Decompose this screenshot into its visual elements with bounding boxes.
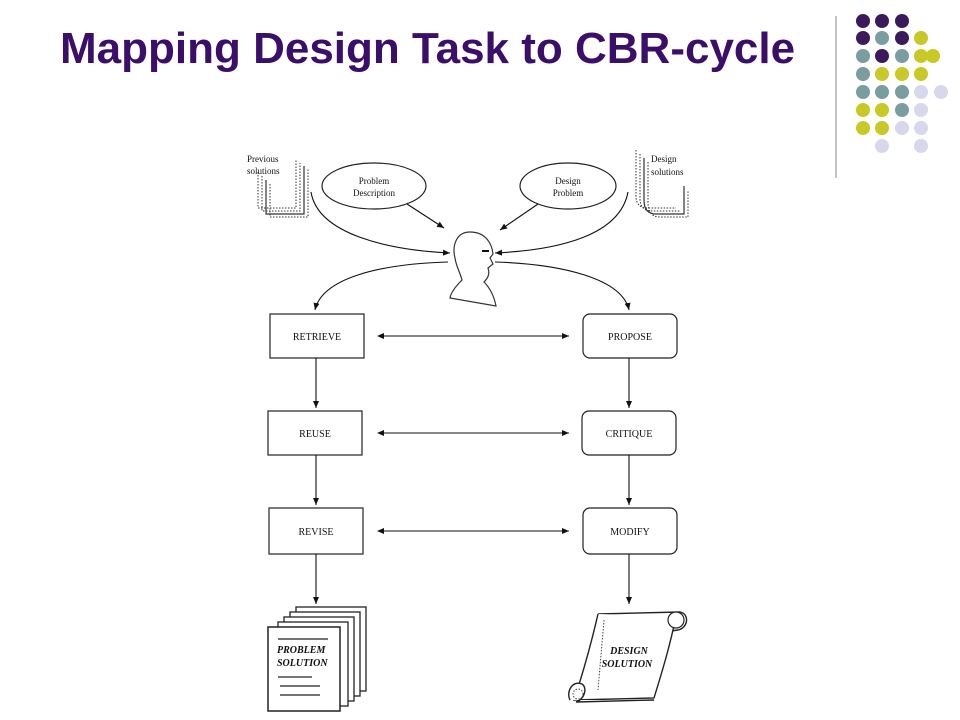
decorative-dot (914, 67, 928, 81)
decorative-dot (856, 67, 870, 81)
problem-solution-label-1: PROBLEM (277, 645, 326, 656)
decorative-dot (926, 49, 940, 63)
decorative-dot (914, 103, 928, 117)
decorative-dot (914, 121, 928, 135)
design-problem-label-1: Design (555, 176, 581, 186)
decorative-dot (895, 14, 909, 28)
arrow-design-problem-to-person (499, 203, 539, 231)
decorative-dot (934, 85, 948, 99)
decorative-dot (856, 31, 870, 45)
design-solution-label-2: SOLUTION (602, 659, 653, 670)
critique-label: CRITIQUE (606, 429, 653, 440)
decorative-dot (895, 85, 909, 99)
decorative-dot (875, 49, 889, 63)
revise-label: REVISE (299, 527, 334, 538)
problem-solution-documents-icon (267, 606, 367, 712)
modify-box (582, 507, 678, 555)
decorative-dot (856, 103, 870, 117)
design-problem-label-2: Problem (553, 188, 584, 198)
arrow-problem-to-person (406, 203, 445, 229)
decorative-dot (875, 67, 889, 81)
decorative-dot (895, 31, 909, 45)
decorative-dot (914, 85, 928, 99)
problem-description-label-1: Problem (359, 176, 390, 186)
design-solutions-label-2: solutions (651, 167, 684, 177)
decorative-dot (875, 14, 889, 28)
reuse-box (267, 410, 363, 456)
decorative-dot (914, 31, 928, 45)
reuse-label: REUSE (299, 429, 331, 440)
design-solutions-label-1: Design (651, 154, 677, 164)
decorative-dot (856, 121, 870, 135)
modify-label: MODIFY (610, 527, 649, 538)
previous-solutions-label-2: solutions (247, 166, 280, 176)
propose-label: PROPOSE (608, 332, 652, 343)
design-solution-scroll-icon (568, 611, 688, 703)
decorative-dot (856, 14, 870, 28)
person-head-icon (449, 231, 497, 307)
problem-solution-label-2: SOLUTION (277, 658, 328, 669)
arrow-previous-to-person (310, 191, 451, 256)
arrow-person-to-retrieve (313, 261, 449, 311)
decorative-dot (875, 103, 889, 117)
arrow-design-solutions-to-person (494, 191, 629, 256)
decorative-dot (914, 139, 928, 153)
design-solution-label-1: DESIGN (609, 646, 649, 657)
previous-solutions-label-1: Previous (247, 154, 279, 164)
decorative-dot (895, 121, 909, 135)
propose-box (582, 313, 678, 359)
dot-pattern (856, 14, 948, 153)
decorative-dot (856, 49, 870, 63)
previous-solutions-icon (257, 160, 309, 218)
problem-description-ellipse (321, 162, 427, 210)
decorative-dot (914, 49, 928, 63)
decorative-dot (875, 139, 889, 153)
decorative-dot (895, 49, 909, 63)
page-title: Mapping Design Task to CBR-cycle (60, 24, 796, 73)
design-problem-ellipse (519, 162, 617, 210)
decorative-dot (895, 67, 909, 81)
design-solutions-icon (635, 150, 689, 218)
arrow-person-to-propose (494, 261, 631, 311)
retrieve-label: RETRIEVE (293, 332, 341, 343)
decorative-dot (856, 85, 870, 99)
retrieve-box (269, 313, 365, 359)
decorative-dot (895, 103, 909, 117)
problem-description-label-2: Description (353, 188, 395, 198)
decorative-dot (875, 85, 889, 99)
decorative-dot (875, 31, 889, 45)
decorative-dot (875, 121, 889, 135)
